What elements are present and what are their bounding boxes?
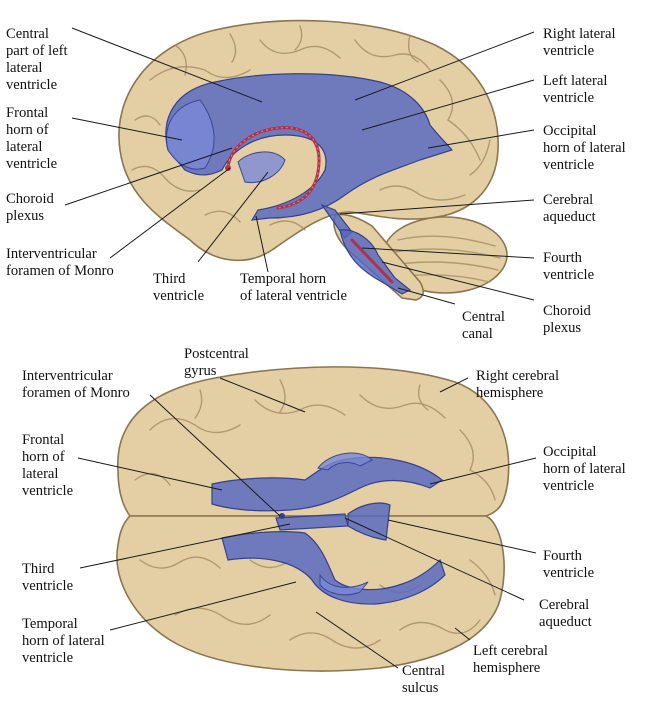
label-third-ventricle-top: Third ventricle <box>153 271 204 304</box>
label-temporal-horn-top: Temporal horn of lateral ventricle <box>240 271 347 304</box>
label-choroid-plexus-left: Choroid plexus <box>6 191 58 224</box>
label-postcentral-gyrus: Postcentral gyrus <box>184 346 253 379</box>
label-occipital-horn-bottom: Occipital horn of lateral ventricle <box>543 444 629 494</box>
label-choroid-plexus-right: Choroid plexus <box>543 303 595 336</box>
label-fourth-ventricle-top: Fourth ventricle <box>543 250 594 283</box>
label-left-cerebral-hemisphere: Left cerebral hemisphere <box>473 643 552 676</box>
label-occipital-horn-top: Occipital horn of lateral ventricle <box>543 123 629 173</box>
dorsal-view-labels: Postcentral gyrus Interventricular foram… <box>22 346 629 696</box>
left-temporal-loop <box>319 573 369 596</box>
label-central-part: Central part of left lateral ventricle <box>6 26 71 93</box>
label-frontal-horn-bottom: Frontal horn of lateral ventricle <box>22 432 73 499</box>
third-ventricle-shape <box>237 151 286 184</box>
label-temporal-horn-bottom: Temporal horn of lateral ventricle <box>22 616 108 666</box>
right-lateral-ventricle-dorsal <box>211 456 444 512</box>
lateral-ventricle-body <box>165 73 454 221</box>
lateral-view-illustration <box>118 19 508 301</box>
label-central-canal: Central canal <box>462 309 509 342</box>
foramen-of-monro-dot <box>225 165 231 171</box>
dorsal-view-leaders <box>77 377 537 669</box>
dorsal-view-illustration <box>116 366 510 672</box>
right-temporal-loop <box>317 452 373 471</box>
label-fourth-ventricle-bottom: Fourth ventricle <box>543 548 594 581</box>
label-interventricular-foramen-bottom: Interventricular foramen of Monro <box>22 368 130 401</box>
label-cerebral-aqueduct-top: Cerebral aqueduct <box>543 192 597 225</box>
label-interventricular-foramen-top: Interventricular foramen of Monro <box>6 246 114 279</box>
cerebrum-lateral <box>118 19 499 262</box>
left-hemisphere <box>116 515 505 672</box>
label-cerebral-aqueduct-bottom: Cerebral aqueduct <box>539 597 593 630</box>
foramen-dot-dorsal <box>279 513 285 519</box>
lateral-view-leaders <box>64 27 535 305</box>
label-frontal-horn-top: Frontal horn of lateral ventricle <box>6 105 57 172</box>
frontal-horn-shape <box>166 99 215 170</box>
label-third-ventricle-bottom: Third ventricle <box>22 561 73 594</box>
label-right-lateral-ventricle: Right lateral ventricle <box>543 26 619 59</box>
label-right-cerebral-hemisphere: Right cerebral hemisphere <box>476 368 563 401</box>
label-left-lateral-ventricle: Left lateral ventricle <box>543 73 611 106</box>
left-lateral-ventricle-dorsal <box>221 531 446 605</box>
lateral-view-labels: Central part of left lateral ventricle F… <box>6 26 629 342</box>
label-central-sulcus: Central sulcus <box>402 663 449 696</box>
fourth-ventricle-dorsal <box>347 502 391 541</box>
